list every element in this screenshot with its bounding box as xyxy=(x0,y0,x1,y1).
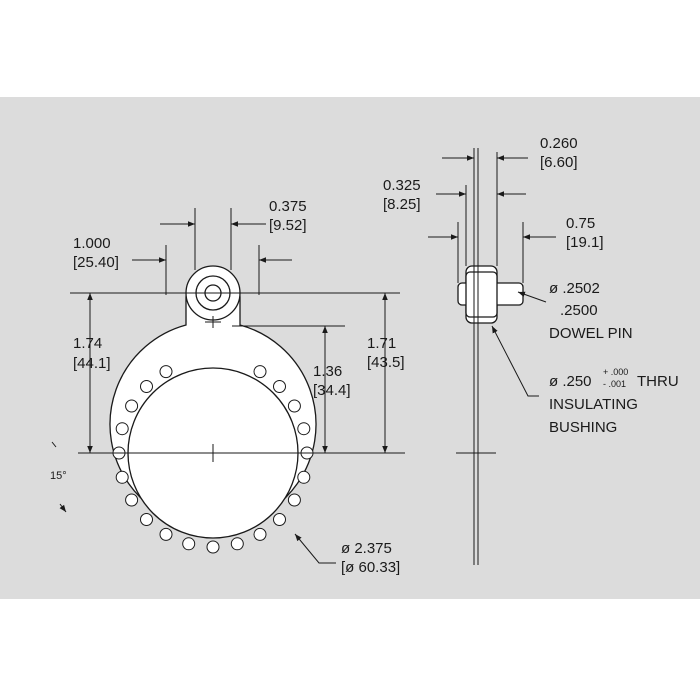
angle-mark-bottom xyxy=(59,503,67,513)
bolt-hole xyxy=(287,399,301,413)
label-174-mm: [44.1] xyxy=(73,355,111,372)
bolt-hole xyxy=(115,422,129,436)
bolt-hole xyxy=(273,380,286,393)
label-171-mm: [43.5] xyxy=(367,354,405,371)
side-view: 0.260 [6.60] 0.325 [8.25] 0.75 [19.1] ø … xyxy=(383,135,679,565)
bolt-hole xyxy=(297,470,311,484)
bolt-hole xyxy=(253,365,267,379)
label-pin-d2: .2500 xyxy=(560,302,598,319)
label-angle: 15° xyxy=(50,470,67,482)
bolt-hole xyxy=(230,537,244,551)
dia-leader xyxy=(294,533,336,564)
label-0375-in: 0.375 xyxy=(269,198,307,215)
label-0325-in: 0.325 xyxy=(383,177,421,194)
bolt-hole xyxy=(253,527,267,541)
label-0260-in: 0.260 xyxy=(540,135,578,152)
side-bushing-face xyxy=(465,271,498,318)
bolt-hole xyxy=(159,527,173,541)
bolt-hole xyxy=(206,540,220,554)
bolt-hole xyxy=(159,365,173,379)
label-0325-mm: [8.25] xyxy=(383,196,421,213)
label-bushing: BUSHING xyxy=(549,419,617,436)
label-insulating: INSULATING xyxy=(549,396,638,413)
label-tol-plus: + .000 xyxy=(603,367,628,377)
label-0260-mm: [6.60] xyxy=(540,154,578,171)
label-136-mm: [34.4] xyxy=(313,382,351,399)
pin-leader xyxy=(517,291,547,303)
bolt-hole xyxy=(297,422,311,436)
label-136-in: 1.36 xyxy=(313,363,342,380)
label-0375-mm: [9.52] xyxy=(269,217,307,234)
bolt-hole xyxy=(125,493,139,507)
label-pin-d1: ø .2502 xyxy=(549,280,600,297)
angle-mark-top xyxy=(51,441,57,448)
label-174-in: 1.74 xyxy=(73,335,102,352)
drawing-background-panel xyxy=(0,97,700,599)
label-dia-mm: [ø 60.33] xyxy=(341,559,400,576)
bolt-hole xyxy=(140,380,153,393)
front-view: 0.375 [9.52] 1.000 [25.40] 1.74 [44.1] 1… xyxy=(50,198,405,576)
label-thru-prefix: ø .250 xyxy=(549,373,592,390)
bolt-hole xyxy=(287,493,301,507)
bolt-hole xyxy=(140,513,153,526)
bolt-hole xyxy=(125,399,139,413)
label-075-mm: [19.1] xyxy=(566,234,604,251)
bolt-hole xyxy=(273,513,286,526)
label-dowel-pin: DOWEL PIN xyxy=(549,325,633,342)
label-tol-minus: - .001 xyxy=(603,379,626,389)
label-1000-in: 1.000 xyxy=(73,235,111,252)
bushing-leader xyxy=(491,325,539,397)
bolt-hole xyxy=(182,537,196,551)
label-dia-in: ø 2.375 xyxy=(341,540,392,557)
label-075-in: 0.75 xyxy=(566,215,595,232)
bolt-hole xyxy=(115,470,129,484)
label-thru: THRU xyxy=(637,373,679,390)
label-1000-mm: [25.40] xyxy=(73,254,119,271)
label-171-in: 1.71 xyxy=(367,335,396,352)
